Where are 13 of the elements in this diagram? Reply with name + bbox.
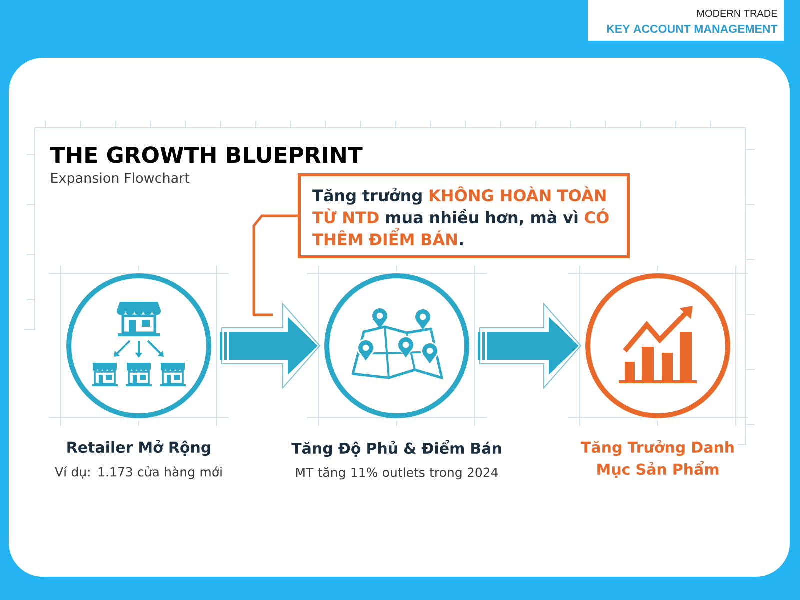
step-heading: Retailer Mở Rộng [68, 440, 210, 456]
block-arrow [220, 302, 321, 390]
step-heading: Tăng Trưởng Danh Mục Sản Phẩm [581, 440, 734, 478]
step-heading: Tăng Độ Phủ & Điểm Bán [292, 440, 502, 458]
subtitle: Expansion Flowchart [52, 172, 190, 186]
step-description: MT tăng 11% outlets trong 2024 [296, 468, 498, 480]
callout-box: Tăng trưởng KHÔNG HOÀN TOÀN TỪ NTD mua nhiều hơn, mà vì CÓ THÊM ĐIỂM BÁN. [298, 174, 630, 258]
step-description: Ví dụ: 1.173 cửa hàng mới [55, 466, 222, 480]
series-title: MODERN TRADE [698, 10, 778, 18]
block-arrow [478, 302, 582, 390]
series-title: KEY ACCOUNT MANAGEMENT [607, 24, 778, 34]
leader-line [252, 214, 298, 316]
title: THE GROWTH BLUEPRINT [50, 146, 363, 164]
